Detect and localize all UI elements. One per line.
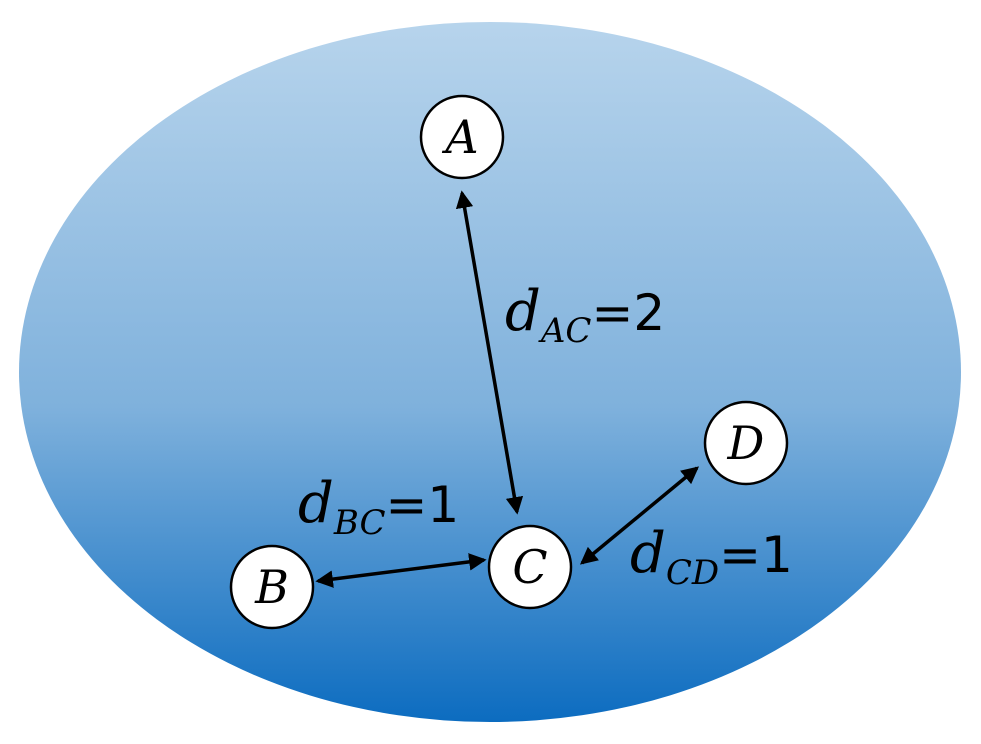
label-d-cd-eq: =1 [719,526,793,584]
node-b-label: B [254,560,289,614]
label-d-bc-sub: BC [333,503,386,543]
edge-c-d [579,466,700,565]
node-c: C [487,524,573,610]
label-d-cd: dCD=1 [630,521,793,593]
label-d-ac-eq: =2 [591,284,665,342]
edge-b-c [315,553,487,588]
node-b: B [229,544,315,630]
node-a-label: A [441,110,478,164]
node-c-label: C [512,540,547,594]
label-d-cd-sub: CD [666,553,719,593]
label-d-cd-var: d [630,521,666,586]
label-d-bc-eq: =1 [386,476,460,534]
edge-a-c [455,190,524,515]
node-d-label: D [727,416,765,470]
label-d-bc: dBC=1 [298,471,459,543]
node-a: A [419,94,505,180]
label-d-ac-sub: AC [538,311,592,351]
node-d: D [703,400,789,486]
label-d-bc-var: d [298,471,334,536]
label-d-ac: dAC=2 [505,279,665,351]
label-d-ac-var: d [505,279,541,344]
